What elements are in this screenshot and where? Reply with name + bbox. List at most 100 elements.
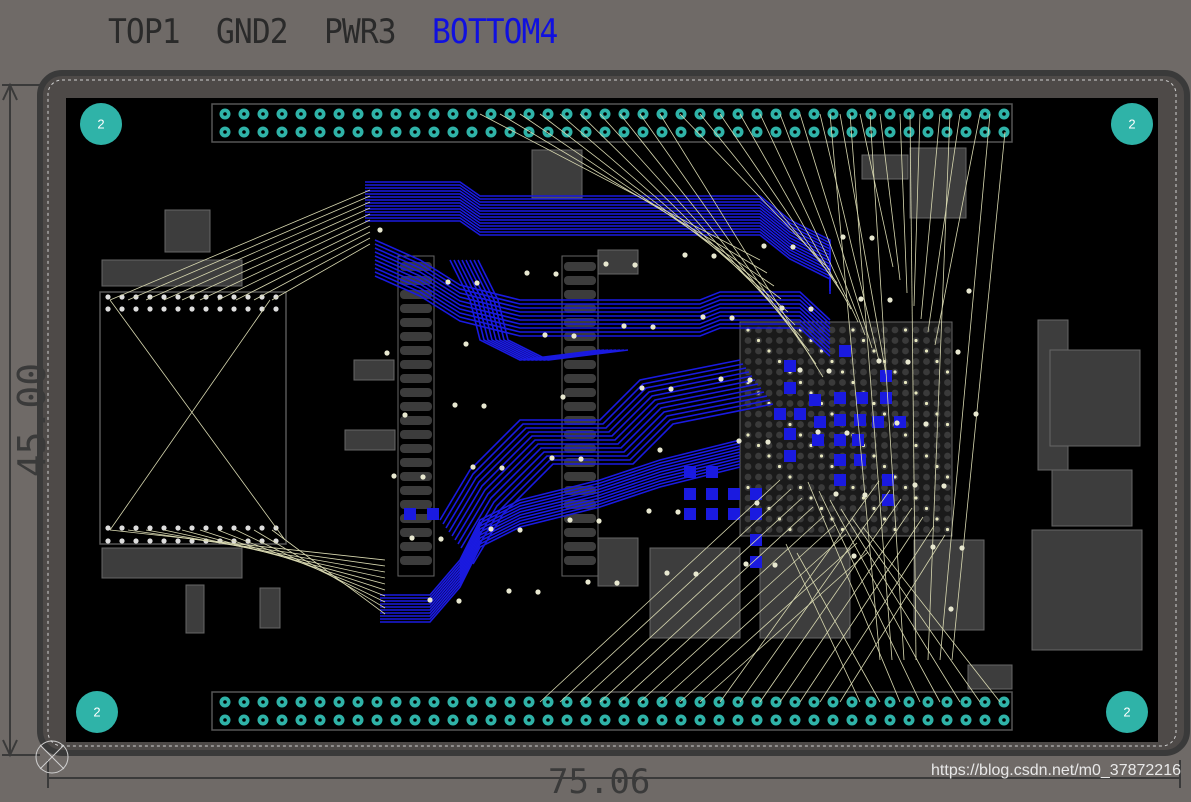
smd-pad <box>750 556 762 568</box>
bga-ball <box>828 400 836 407</box>
connector-pin <box>259 294 265 300</box>
via <box>632 262 638 268</box>
connector-pin <box>273 306 279 312</box>
bga-ball <box>923 389 930 397</box>
smd-pad <box>784 382 796 394</box>
mount-hole-tr[interactable]: 2 <box>1111 103 1153 145</box>
via <box>614 580 620 586</box>
bga-ball <box>765 526 773 533</box>
connector-pin <box>161 294 167 300</box>
bga-ball <box>881 505 888 512</box>
layer-tab-gnd2[interactable]: GND2 <box>215 12 289 52</box>
connector-pin <box>119 538 125 544</box>
layer-tab-bottom4[interactable]: BOTTOM4 <box>431 12 558 52</box>
trace <box>380 460 741 617</box>
bga-ball <box>944 505 951 512</box>
bga-ball <box>912 515 920 523</box>
trace <box>374 271 831 353</box>
smd-pad <box>684 488 696 500</box>
via <box>549 455 555 461</box>
bga-ball <box>744 463 752 470</box>
connector-pin <box>175 294 181 300</box>
ratsnest <box>559 113 789 313</box>
ratsnest <box>779 507 913 703</box>
bga-ball <box>933 494 941 502</box>
bga-ball <box>744 358 752 365</box>
bga-ball <box>776 494 783 502</box>
bga-ball <box>870 526 878 533</box>
bga-ball <box>807 347 815 355</box>
via <box>438 536 444 542</box>
ratsnest <box>839 534 946 703</box>
trace <box>477 259 629 361</box>
bga-ball <box>797 358 804 365</box>
bga-ball <box>776 368 783 376</box>
bga-ball <box>870 379 878 386</box>
via <box>474 280 480 286</box>
bga-ball <box>923 337 930 344</box>
smd-pad <box>854 454 866 466</box>
ratsnest <box>739 489 891 703</box>
trace <box>380 448 741 605</box>
bga-ball <box>912 358 920 365</box>
layer-tab-pwr3[interactable]: PWR3 <box>323 12 397 52</box>
bga-ball <box>765 473 773 481</box>
bga-ball <box>776 452 783 460</box>
via <box>506 588 512 594</box>
mount-hole-tl[interactable]: 2 <box>80 103 122 145</box>
bga-ball <box>891 431 899 439</box>
bga-ball <box>933 379 941 386</box>
ratsnest <box>807 481 901 703</box>
smd-pad <box>774 408 786 420</box>
bga-ball <box>828 526 836 533</box>
bga-ball <box>933 452 941 460</box>
via <box>427 597 433 603</box>
trace <box>365 220 831 294</box>
mount-hole-br[interactable]: 2 <box>1106 691 1148 733</box>
ratsnest <box>579 497 803 703</box>
dimension-vertical-label: 45.00 <box>10 362 54 478</box>
connector-pin <box>133 538 139 544</box>
via <box>553 271 559 277</box>
bga-ball <box>923 368 930 376</box>
layer-tabs: TOP1 GND2 PWR3 BOTTOM4 <box>108 12 598 52</box>
smd-pad <box>784 428 796 440</box>
layer-tab-top1[interactable]: TOP1 <box>108 12 181 52</box>
bga-ball <box>923 431 930 439</box>
bga-ball <box>776 473 783 481</box>
ratsnest <box>659 113 824 378</box>
bga-ball <box>891 347 899 355</box>
via <box>524 270 530 276</box>
via <box>779 305 785 311</box>
smd-pad <box>882 474 894 486</box>
via <box>959 545 965 551</box>
via <box>481 403 487 409</box>
via <box>747 377 753 383</box>
ratsnest <box>818 490 921 703</box>
via <box>876 358 882 364</box>
mount-hole-bl[interactable]: 2 <box>76 691 118 733</box>
bga-ball <box>891 452 899 460</box>
svg-text:2: 2 <box>93 705 100 720</box>
bga-ball <box>923 442 930 449</box>
bga-ball <box>902 442 909 449</box>
bga-ball <box>765 358 773 365</box>
via <box>948 606 954 612</box>
bga-ball <box>944 442 951 449</box>
bga-ball <box>902 452 909 460</box>
bga-ball <box>849 505 857 512</box>
bga-ball <box>828 379 836 386</box>
via <box>657 447 663 453</box>
connector-pin <box>105 538 111 544</box>
bga-ball <box>902 368 909 376</box>
bga-ball <box>849 473 857 481</box>
trace <box>380 442 741 599</box>
bga-ball <box>807 421 815 428</box>
bga-ball <box>912 400 920 407</box>
ratsnest <box>719 113 845 297</box>
bga-ball <box>860 358 867 365</box>
ratsnest <box>679 542 858 703</box>
trace <box>463 391 765 553</box>
bga-ball <box>755 452 762 460</box>
